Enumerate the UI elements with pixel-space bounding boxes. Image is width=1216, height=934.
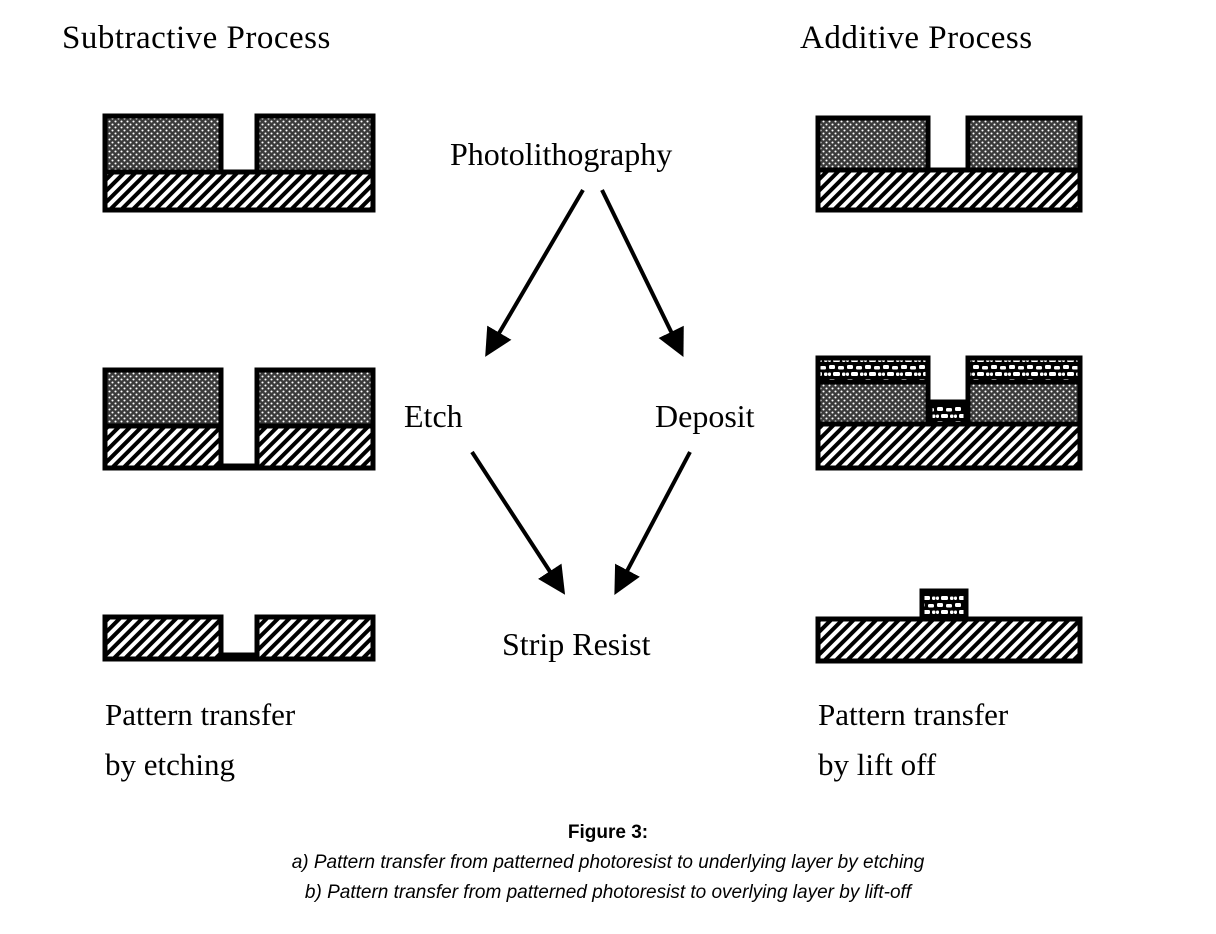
right-stage-3-lift-off-pad: [815, 588, 1083, 664]
deposited-pad: [919, 588, 969, 622]
panel-caption-right: Pattern transfer by lift off: [818, 697, 1009, 782]
flow-label-photolithography: Photolithography: [450, 136, 673, 172]
deposited-film-right: [965, 355, 1083, 385]
photoresist-left-block: [102, 367, 224, 429]
right-stage-1-patterned-resist: [815, 115, 1083, 213]
trench-outline: [218, 424, 260, 469]
figure-caption-line-a: a) Pattern transfer from patterned photo…: [291, 852, 925, 873]
flow-label-deposit: Deposit: [655, 398, 755, 434]
flow-label-strip-resist: Strip Resist: [502, 626, 651, 662]
column-title-additive: Additive Process: [800, 20, 1033, 56]
photoresist-right-block: [254, 367, 376, 429]
arrow-photolithography-to-deposit: [600, 189, 684, 358]
deposited-film-in-window: [927, 399, 969, 427]
flow-arrows: [470, 188, 692, 595]
figure-caption-title: Figure 3:: [567, 822, 649, 843]
left-stage-3-resist-stripped: [102, 614, 376, 662]
substrate-layer: [815, 167, 1083, 213]
left-stage-1-patterned-resist: [102, 113, 376, 213]
figure-caption-line-b: b) Pattern transfer from patterned photo…: [304, 882, 912, 903]
column-title-subtractive: Subtractive Process: [62, 20, 331, 56]
arrow-etch-to-strip-resist: [470, 450, 566, 595]
substrate-layer: [102, 169, 376, 213]
etched-substrate-final: [102, 614, 376, 662]
substrate-layer-final: [815, 616, 1083, 664]
figure-caption-block: Figure 3: a) Pattern transfer from patte…: [0, 818, 1216, 908]
photoresist-right-block: [965, 115, 1083, 173]
photoresist-right-block: [254, 113, 376, 175]
panel-caption-left: Pattern transfer by etching: [105, 697, 296, 782]
left-stage-2-etched-with-resist: [102, 367, 376, 471]
photoresist-left-block: [102, 113, 224, 175]
photoresist-left-block: [815, 379, 931, 427]
etched-trench-void: [223, 426, 255, 466]
flow-label-etch: Etch: [404, 398, 463, 434]
arrow-deposit-to-strip-resist: [614, 451, 692, 595]
substrate-layer: [815, 421, 1083, 471]
photoresist-left-block: [815, 115, 931, 173]
right-stage-2-deposited-film: [815, 355, 1083, 471]
deposited-film-left: [815, 355, 931, 385]
photoresist-right-block: [965, 379, 1083, 427]
arrow-photolithography-to-etch: [485, 188, 585, 357]
